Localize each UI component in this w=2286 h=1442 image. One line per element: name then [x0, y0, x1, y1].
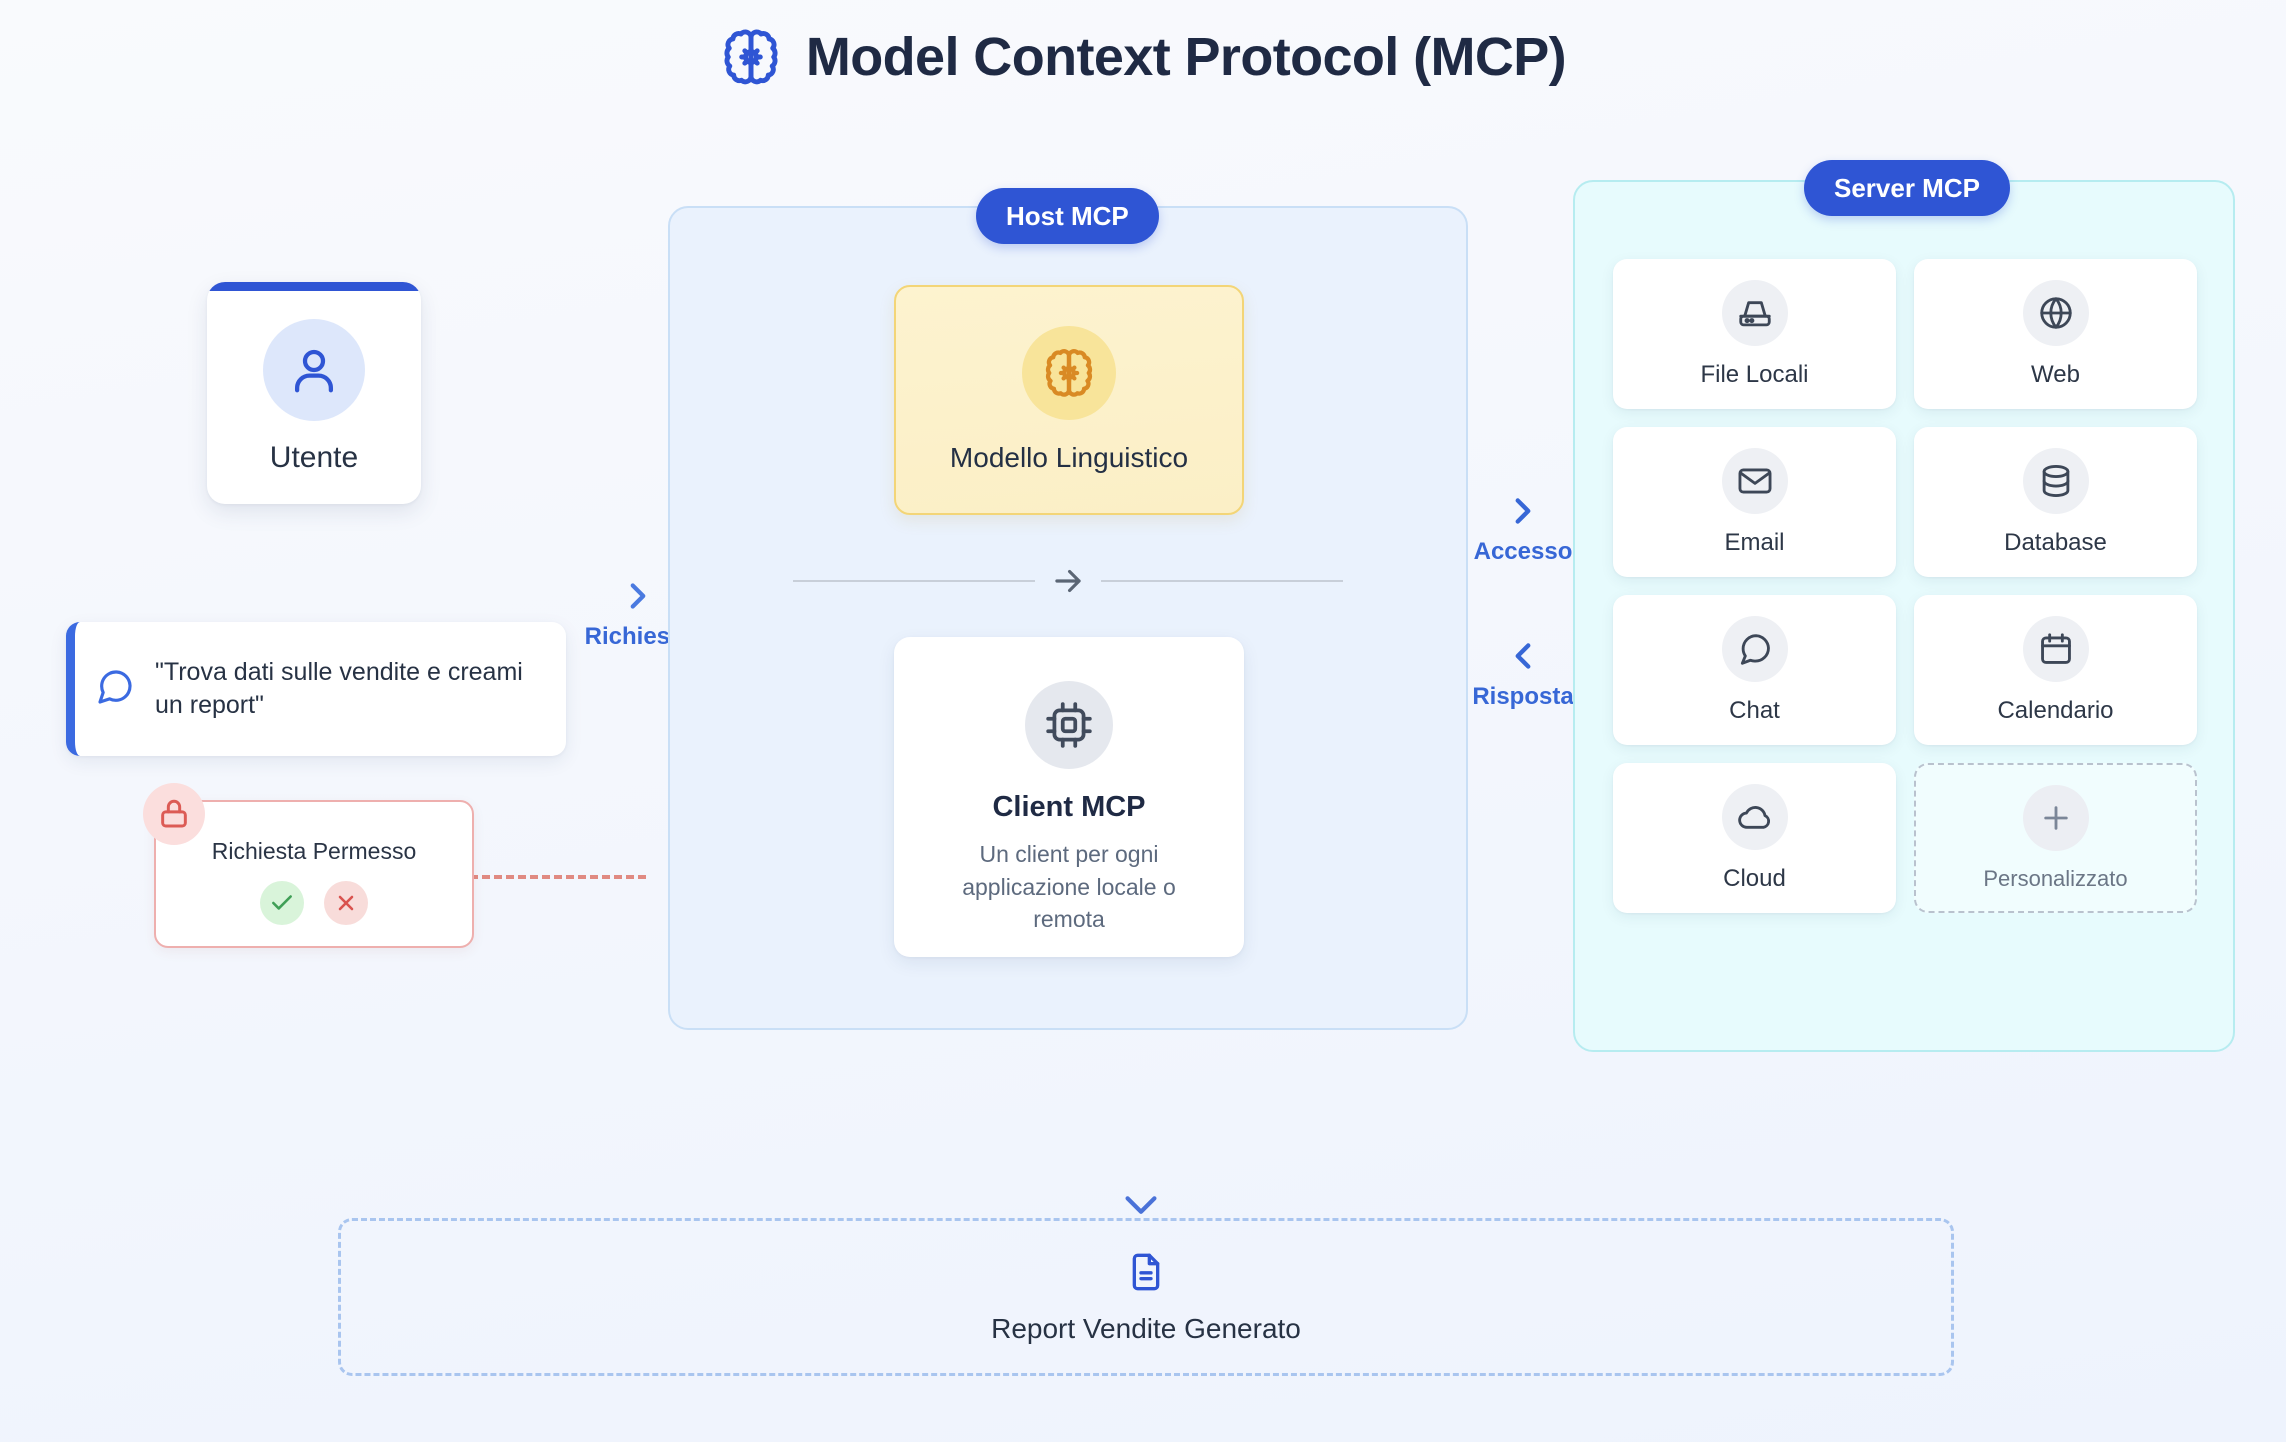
client-description: Un client per ogni applicazione locale o… [962, 841, 1176, 933]
user-icon [294, 349, 334, 393]
card-accent-bar [207, 282, 421, 291]
llm-label: Modello Linguistico [949, 442, 1189, 473]
message-circle-icon [1740, 633, 1770, 665]
hard-drive-icon [1738, 300, 1771, 326]
lock-icon [143, 783, 205, 845]
client-title: Client MCP [992, 791, 1146, 823]
plus-icon [2043, 805, 2068, 830]
mail-icon [1738, 467, 1771, 494]
chevron-right-icon [1515, 498, 1531, 524]
cpu-chip-icon [1046, 702, 1092, 748]
connector-response: Risposta [1408, 635, 1638, 711]
server-icon-wrap [1721, 783, 1788, 850]
server-capability-label: Personalizzato [1983, 865, 2128, 891]
server-icon-wrap [1721, 279, 1788, 346]
server-icon-wrap [2022, 615, 2089, 682]
calendar-icon [2040, 632, 2071, 664]
title-text: Model Context Protocol (MCP) [805, 27, 1567, 87]
server-capability-label: Chat [1729, 696, 1780, 724]
chevron-down-icon [1118, 1188, 1164, 1229]
llm-card[interactable]: Modello Linguistico [894, 285, 1244, 515]
server-capability-label: Email [1724, 528, 1785, 556]
deny-button[interactable] [324, 880, 368, 925]
server-capability-label: File Locali [1700, 360, 1809, 388]
server-capability-label: Web [2031, 360, 2080, 388]
connector-access: Accesso [1408, 490, 1638, 566]
avatar [263, 319, 365, 421]
output-report-label: Report Vendite Generato [991, 1312, 1301, 1344]
page-title: Model Context Protocol (MCP) [0, 26, 2286, 88]
server-capability-label: Cloud [1723, 864, 1786, 892]
x-icon [338, 895, 354, 910]
connector-access-label: Accesso [1473, 538, 1573, 565]
permission-request-card[interactable]: Richiesta Permesso [154, 800, 474, 948]
chevron-left-icon [1515, 643, 1531, 669]
llm-icon-wrap [1022, 326, 1116, 420]
database-icon [2042, 464, 2069, 497]
client-card[interactable]: Client MCP Un client per ogni applicazio… [894, 637, 1244, 957]
server-capability-card[interactable]: Chat [1613, 595, 1896, 745]
globe-icon [2039, 296, 2072, 329]
server-capability-card[interactable]: Cloud [1613, 763, 1896, 913]
brain-cog-icon [720, 26, 782, 88]
brain-cog-icon [1045, 349, 1093, 397]
permission-title: Richiesta Permesso [211, 837, 417, 864]
server-capability-label: Database [2004, 528, 2107, 556]
server-capability-card[interactable]: Personalizzato [1914, 763, 2197, 913]
permission-actions [260, 880, 368, 925]
user-card[interactable]: Utente [207, 282, 421, 504]
user-prompt-text: "Trova dati sulle vendite e creami un re… [155, 658, 523, 719]
permission-connector-line [398, 875, 646, 879]
server-capability-card[interactable]: Email [1613, 427, 1896, 577]
server-icon-wrap [2022, 784, 2089, 851]
approve-button[interactable] [260, 880, 304, 925]
file-text-icon [1126, 1250, 1166, 1299]
client-icon-wrap [1025, 681, 1113, 769]
server-capability-card[interactable]: Calendario [1914, 595, 2197, 745]
server-capability-card[interactable]: Database [1914, 427, 2197, 577]
server-capability-card[interactable]: File Locali [1613, 259, 1896, 409]
server-icon-wrap [1721, 447, 1788, 514]
server-badge: Server MCP [1804, 160, 2010, 216]
server-icon-wrap [2022, 279, 2089, 346]
server-icon-wrap [1721, 615, 1788, 682]
output-report-box[interactable]: Report Vendite Generato [338, 1218, 1954, 1376]
server-icon-wrap [2022, 447, 2089, 514]
chevron-right-icon [630, 583, 646, 609]
arrow-right-icon [1049, 562, 1087, 600]
connector-response-label: Risposta [1472, 683, 1574, 710]
check-icon [272, 894, 292, 910]
host-flow-divider [793, 569, 1343, 593]
server-capability-label: Calendario [1997, 696, 2114, 724]
message-square-icon [95, 667, 135, 712]
user-prompt-card[interactable]: "Trova dati sulle vendite e creami un re… [66, 622, 566, 756]
host-badge: Host MCP [976, 188, 1159, 244]
cloud-icon [1737, 805, 1770, 829]
server-capability-card[interactable]: Web [1914, 259, 2197, 409]
user-card-label: Utente [269, 441, 359, 474]
